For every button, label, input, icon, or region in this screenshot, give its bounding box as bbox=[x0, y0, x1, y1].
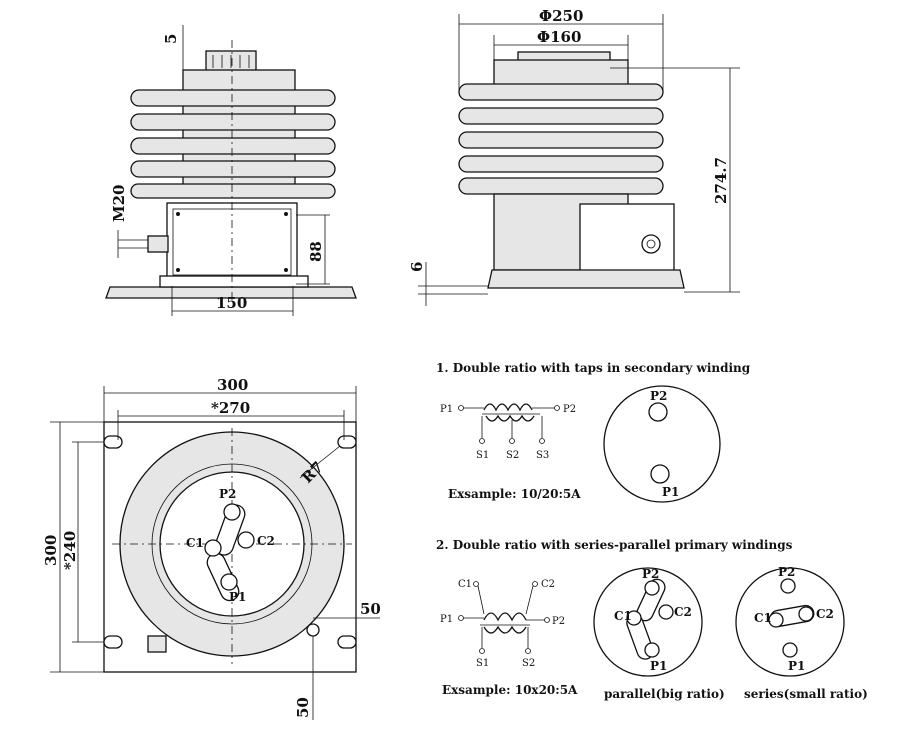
scheme1-title: 1. Double ratio with taps in secondary w… bbox=[436, 361, 751, 375]
dim-total-height: 274.7 bbox=[712, 157, 730, 204]
dim-box-height: 88 bbox=[307, 241, 325, 262]
terminal-c1 bbox=[204, 539, 222, 557]
scheme1-p1: P1 bbox=[440, 404, 453, 415]
side-base bbox=[487, 269, 685, 289]
dim-offset-y: 50 bbox=[294, 697, 312, 718]
dim-base-thickness: 6 bbox=[408, 262, 426, 272]
parallel-c2 bbox=[658, 604, 674, 620]
terminal-p2 bbox=[223, 503, 241, 521]
series-label-c2: C2 bbox=[816, 607, 834, 621]
scheme2-primary-coil bbox=[483, 612, 527, 622]
parallel-label-p1: P1 bbox=[650, 659, 667, 673]
parallel-p1 bbox=[644, 642, 660, 658]
dim-inner-dia: Φ160 bbox=[537, 28, 581, 46]
terminal-p1 bbox=[220, 573, 238, 591]
side-sheds bbox=[458, 83, 664, 195]
parallel-circle bbox=[593, 567, 703, 677]
dim-hole-pitch-y: *240 bbox=[61, 531, 79, 570]
series-p1 bbox=[782, 642, 798, 658]
scheme1-primary-coil bbox=[483, 403, 533, 412]
dim-offset-x: 50 bbox=[360, 600, 381, 618]
scheme1-s2: S2 bbox=[506, 450, 519, 461]
scheme1-circle-p2 bbox=[648, 402, 668, 422]
dim-top-gap: 5 bbox=[162, 34, 180, 44]
scheme2-c1: C1 bbox=[458, 579, 472, 590]
series-circle bbox=[735, 567, 845, 677]
scheme2-s2: S2 bbox=[522, 658, 535, 669]
series-caption: series(small ratio) bbox=[744, 687, 868, 701]
series-label-p1: P1 bbox=[788, 659, 805, 673]
scheme1-circle-label-p1: P1 bbox=[662, 485, 679, 499]
series-c2 bbox=[798, 606, 814, 622]
side-gland bbox=[641, 234, 661, 254]
scheme1-s1: S1 bbox=[476, 450, 489, 461]
label-c2: C2 bbox=[257, 534, 275, 548]
scheme1-circle-p1 bbox=[650, 464, 670, 484]
label-p2: P2 bbox=[219, 487, 236, 501]
front-view: 5 M20 88 150 bbox=[105, 25, 357, 316]
dim-plate-width: 300 bbox=[217, 376, 248, 394]
scheme2-c2: C2 bbox=[541, 579, 555, 590]
parallel-label-c1: C1 bbox=[614, 609, 632, 623]
scheme-2: 2. Double ratio with series-parallel pri… bbox=[436, 538, 868, 701]
scheme1-p2: P2 bbox=[563, 404, 576, 415]
scheme2-p1: P1 bbox=[440, 614, 453, 625]
dim-box-width: 150 bbox=[216, 294, 247, 312]
dim-outer-dia: Φ250 bbox=[539, 7, 583, 25]
parallel-label-p2: P2 bbox=[642, 567, 659, 581]
series-c1 bbox=[768, 612, 784, 628]
scheme-1: 1. Double ratio with taps in secondary w… bbox=[436, 361, 751, 503]
scheme2-p2: P2 bbox=[552, 616, 565, 627]
bottom-gland bbox=[147, 635, 167, 653]
top-view: P2 C1 C2 P1 300 *270 300 *240 R7 50 50 bbox=[42, 376, 381, 720]
label-c1: C1 bbox=[186, 536, 204, 550]
terminal-c2 bbox=[237, 531, 255, 549]
scheme2-title: 2. Double ratio with series-parallel pri… bbox=[436, 538, 793, 552]
sheds bbox=[130, 89, 336, 199]
scheme2-s1: S1 bbox=[476, 658, 489, 669]
scheme2-secondary-coil bbox=[483, 625, 527, 634]
scheme1-circle-label-p2: P2 bbox=[650, 389, 667, 403]
parallel-caption: parallel(big ratio) bbox=[604, 687, 725, 701]
series-label-p2: P2 bbox=[778, 565, 795, 579]
series-p2 bbox=[780, 578, 796, 594]
scheme1-s3: S3 bbox=[536, 450, 549, 461]
ground-terminal bbox=[306, 623, 320, 637]
cable-gland bbox=[147, 235, 169, 253]
parallel-p2 bbox=[644, 580, 660, 596]
scheme1-circle bbox=[603, 385, 721, 503]
scheme1-example: Exsample: 10/20:5A bbox=[448, 487, 581, 501]
scheme1-secondary-coil bbox=[485, 414, 535, 422]
label-p1: P1 bbox=[229, 590, 246, 604]
series-label-c1: C1 bbox=[754, 611, 772, 625]
dim-hole-pitch-x: *270 bbox=[211, 399, 250, 417]
parallel-label-c2: C2 bbox=[674, 605, 692, 619]
parallel-c1 bbox=[626, 610, 642, 626]
side-view: Φ250 Φ160 274.7 6 bbox=[408, 7, 740, 306]
dim-thread: M20 bbox=[110, 185, 128, 222]
dim-plate-height: 300 bbox=[42, 535, 60, 566]
scheme2-example: Exsample: 10x20:5A bbox=[442, 683, 578, 697]
